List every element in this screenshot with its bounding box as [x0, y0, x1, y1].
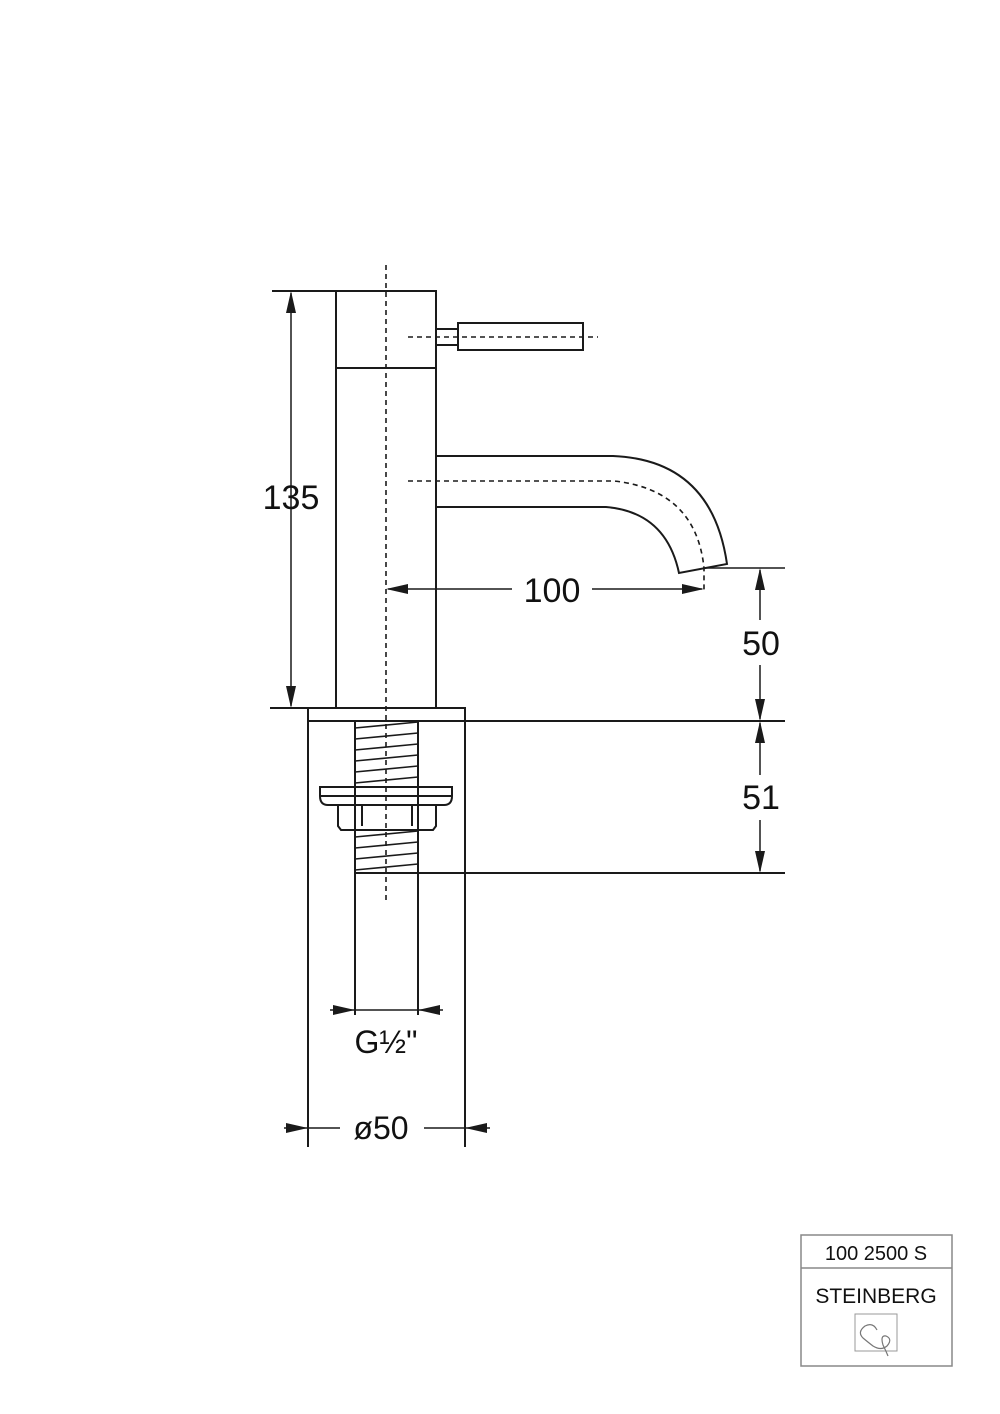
- dim-100-label: 100: [524, 572, 581, 610]
- base-plate: [307, 707, 466, 722]
- title-block: 100 2500 S STEINBERG: [800, 1234, 953, 1367]
- steinberg-logo-icon: [854, 1313, 898, 1357]
- dim-135-label: 135: [263, 479, 320, 517]
- thread-hatching: [354, 721, 419, 871]
- dim-thread-label: G½": [355, 1024, 418, 1060]
- arrow: [333, 1005, 440, 1015]
- dim-51-label: 51: [742, 779, 780, 817]
- article-number: 100 2500 S: [825, 1243, 927, 1265]
- spout: [436, 455, 729, 575]
- dim-diameter-label: ø50: [353, 1110, 408, 1146]
- brand-name: STEINBERG: [815, 1285, 936, 1308]
- nut: [337, 805, 437, 831]
- washer: [319, 786, 453, 806]
- dim-50-label: 50: [742, 625, 780, 663]
- spout-centerline: [408, 480, 705, 592]
